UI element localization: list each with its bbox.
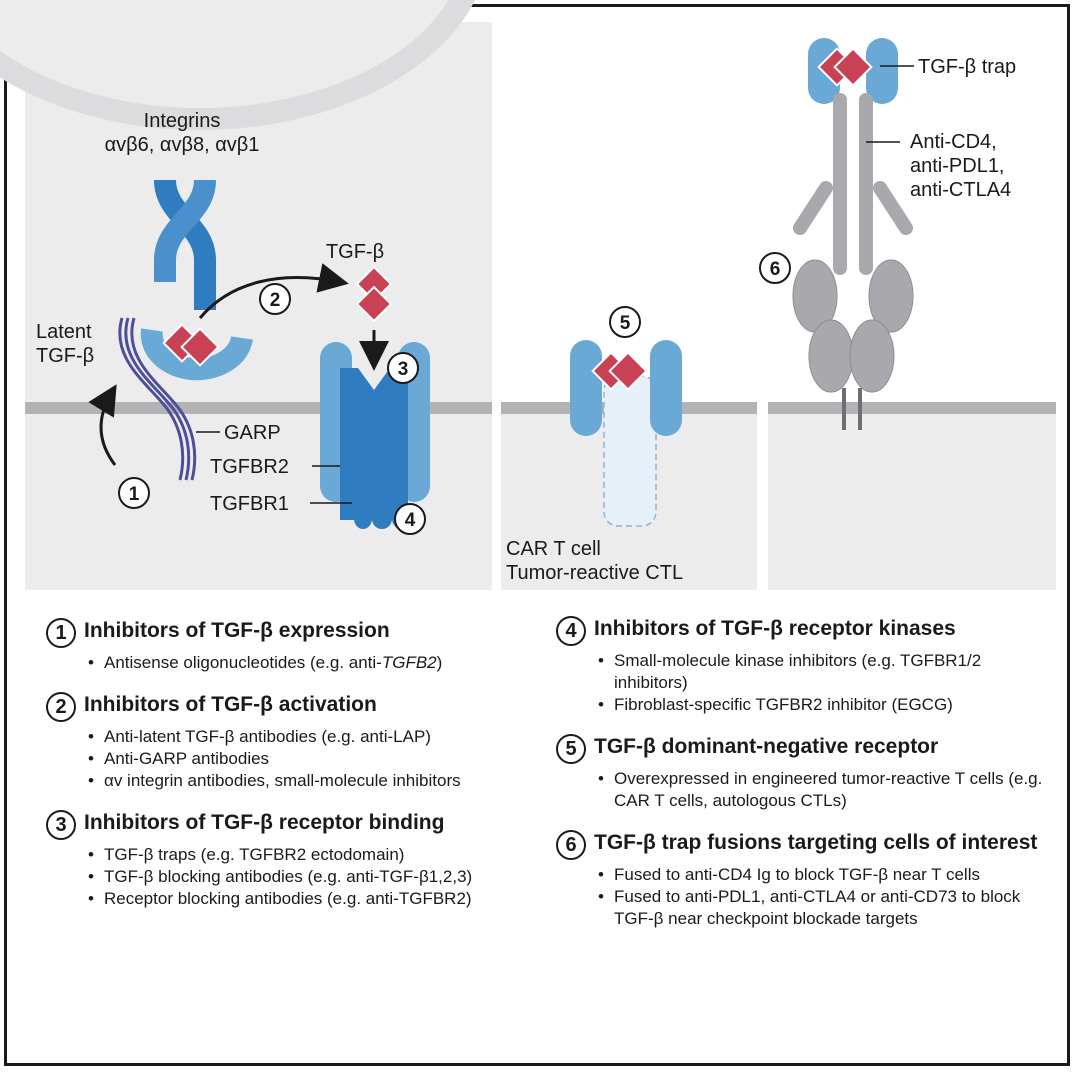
latent-complex xyxy=(140,323,253,381)
antibody-label-3: anti-CTLA4 xyxy=(910,179,1011,201)
svg-text:5: 5 xyxy=(620,313,631,334)
tgfb-label: TGF-β xyxy=(326,241,384,263)
figure-frame xyxy=(4,4,1070,1066)
car-t-label: CAR T cell xyxy=(506,538,601,560)
svg-text:1: 1 xyxy=(129,484,140,505)
legend-bullet: Anti-latent TGF-β antibodies (e.g. anti-… xyxy=(86,726,536,748)
legend-heading: 3 Inhibitors of TGF-β receptor binding xyxy=(46,810,536,840)
legend-title: Inhibitors of TGF-β activation xyxy=(84,693,377,716)
integrin xyxy=(154,178,216,310)
legend-bullet: Anti-GARP antibodies xyxy=(86,748,536,770)
tgfb-receptor xyxy=(320,342,430,529)
integrins-title: Integrins xyxy=(144,110,221,132)
antibody-label-1: Anti-CD4, xyxy=(910,131,997,153)
step-badge-5: 5 xyxy=(609,306,641,338)
trap-fusion xyxy=(792,38,914,430)
legend-title: Inhibitors of TGF-β receptor kinases xyxy=(594,617,956,640)
mechanism-diagram: Integrins αvβ6, αvβ8, αvβ1 Latent TGF-β … xyxy=(0,0,1056,590)
legend-bullet-list: TGF-β traps (e.g. TGFBR2 ectodomain)TGF-… xyxy=(86,844,536,910)
legend-item-4: 4 Inhibitors of TGF-β receptor kinasesSma… xyxy=(556,616,1056,716)
garp-label: GARP xyxy=(224,422,281,444)
legend-number-badge: 3 xyxy=(46,810,76,840)
legend-bullet-list: Overexpressed in engineered tumor-reacti… xyxy=(596,768,1056,812)
integrin-cell-inner xyxy=(0,0,449,108)
legend-number-badge: 4 xyxy=(556,616,586,646)
legend-title: Inhibitors of TGF-β receptor binding xyxy=(84,811,445,834)
legend-bullet: Antisense oligonucleotides (e.g. anti-TG… xyxy=(86,652,536,674)
step-badge-4: 4 xyxy=(394,503,426,535)
latent-label-2: TGF-β xyxy=(36,345,94,367)
tgfbr2-label: TGFBR2 xyxy=(210,456,289,478)
legend-number-badge: 6 xyxy=(556,830,586,860)
legend-left-column: 1 Inhibitors of TGF-β expressionAntisense… xyxy=(46,618,536,928)
step1-arrow xyxy=(88,384,117,466)
legend-heading: 6 TGF-β trap fusions targeting cells of i… xyxy=(556,830,1056,860)
svg-text:2: 2 xyxy=(270,290,281,311)
tgfb-ligand xyxy=(355,265,393,323)
legend-bullet: Fibroblast-specific TGFBR2 inhibitor (EG… xyxy=(596,694,1056,716)
legend-bullet: Fused to anti-CD4 Ig to block TGF-β near… xyxy=(596,864,1056,886)
legend-item-5: 5 TGF-β dominant-negative receptorOverexp… xyxy=(556,734,1056,812)
step-badge-3: 3 xyxy=(387,352,419,384)
legend-bullet-list: Small-molecule kinase inhibitors (e.g. T… xyxy=(596,650,1056,716)
trap-label: TGF-β trap xyxy=(918,56,1016,78)
legend-number-badge: 2 xyxy=(46,692,76,722)
svg-text:4: 4 xyxy=(405,510,416,531)
step-badge-2: 2 xyxy=(259,283,291,315)
legend-bullet-list: Anti-latent TGF-β antibodies (e.g. anti-… xyxy=(86,726,536,792)
panel-c xyxy=(768,402,1056,590)
legend-bullet: TGF-β traps (e.g. TGFBR2 ectodomain) xyxy=(86,844,536,866)
legend-heading: 2 Inhibitors of TGF-β activation xyxy=(46,692,536,722)
latent-label-1: Latent xyxy=(36,321,92,343)
legend-bullet-list: Fused to anti-CD4 Ig to block TGF-β near… xyxy=(596,864,1056,930)
svg-text:6: 6 xyxy=(770,259,781,280)
legend-bullet: TGF-β blocking antibodies (e.g. anti-TGF… xyxy=(86,866,536,888)
ctl-label: Tumor-reactive CTL xyxy=(506,562,683,584)
svg-text:3: 3 xyxy=(398,359,409,380)
legend-bullet: Receptor blocking antibodies (e.g. anti-… xyxy=(86,888,536,910)
step-badge-6: 6 xyxy=(759,252,791,284)
membrane-c xyxy=(768,402,1056,414)
legend-title: TGF-β trap fusions targeting cells of in… xyxy=(594,831,1038,854)
garp xyxy=(118,317,197,481)
legend-item-2: 2 Inhibitors of TGF-β activationAnti-late… xyxy=(46,692,536,792)
legend-number-badge: 5 xyxy=(556,734,586,764)
legend-heading: 5 TGF-β dominant-negative receptor xyxy=(556,734,1056,764)
step2-arrow xyxy=(198,263,349,319)
gene-name: TGFB2 xyxy=(381,653,437,672)
legend-bullet: Small-molecule kinase inhibitors (e.g. T… xyxy=(596,650,1056,694)
antibody-label-2: anti-PDL1, xyxy=(910,155,1005,177)
legend-bullet: Fused to anti-PDL1, anti-CTLA4 or anti-C… xyxy=(596,886,1056,930)
legend-bullet: αv integrin antibodies, small-molecule i… xyxy=(86,770,536,792)
legend-right-column: 4 Inhibitors of TGF-β receptor kinasesSma… xyxy=(556,616,1056,948)
integrins-types: αvβ6, αvβ8, αvβ1 xyxy=(105,134,260,156)
legend-title: TGF-β dominant-negative receptor xyxy=(594,735,939,758)
legend-item-1: 1 Inhibitors of TGF-β expressionAntisense… xyxy=(46,618,536,674)
legend-item-6: 6 TGF-β trap fusions targeting cells of i… xyxy=(556,830,1056,930)
step-badge-1: 1 xyxy=(118,477,150,509)
cytoplasm-c xyxy=(768,414,1056,590)
legend-number-badge: 1 xyxy=(46,618,76,648)
dn-receptor xyxy=(570,340,682,527)
legend-item-3: 3 Inhibitors of TGF-β receptor bindingTGF… xyxy=(46,810,536,910)
legend-heading: 4 Inhibitors of TGF-β receptor kinases xyxy=(556,616,1056,646)
legend-bullet-list: Antisense oligonucleotides (e.g. anti-TG… xyxy=(86,652,536,674)
legend-bullet: Overexpressed in engineered tumor-reacti… xyxy=(596,768,1056,812)
legend-heading: 1 Inhibitors of TGF-β expression xyxy=(46,618,536,648)
tgfbr1-label: TGFBR1 xyxy=(210,493,289,515)
legend-title: Inhibitors of TGF-β expression xyxy=(84,619,390,642)
